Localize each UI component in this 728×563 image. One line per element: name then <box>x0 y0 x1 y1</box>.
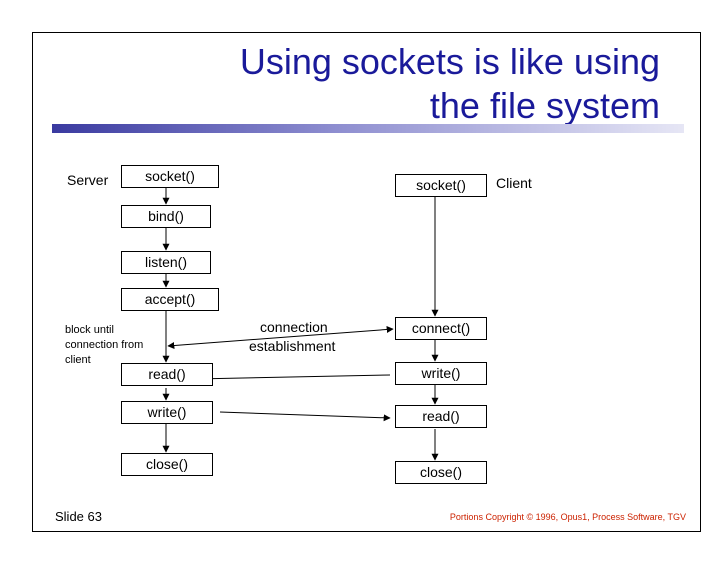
slide-frame <box>32 32 701 532</box>
server-accept-box: accept() <box>121 288 219 311</box>
title-underline-bar <box>52 124 684 133</box>
client-write-box: write() <box>395 362 487 385</box>
connection-label-line-2: establishment <box>249 338 336 354</box>
copyright-notice: Portions Copyright © 1996, Opus1, Proces… <box>449 512 686 522</box>
server-write-box: write() <box>121 401 213 424</box>
server-socket-box: socket() <box>121 165 219 188</box>
connection-label-line-1: connection <box>260 319 328 335</box>
client-label: Client <box>496 175 532 191</box>
slide-title: Using sockets is like using the file sys… <box>150 40 660 128</box>
arrow-server-write-to-client-read <box>219 411 391 422</box>
server-listen-box: listen() <box>121 251 211 274</box>
server-label: Server <box>67 172 109 188</box>
client-close-box: close() <box>395 461 487 484</box>
slide-number: Slide 63 <box>55 509 102 524</box>
client-connect-box: connect() <box>395 317 487 340</box>
block-until-note: block until connection from client <box>65 324 144 366</box>
title-line-2: the file system <box>429 85 660 126</box>
server-read-box: read() <box>121 363 213 386</box>
server-close-box: close() <box>121 453 213 476</box>
arrow-client-write-to-server-read <box>194 374 391 383</box>
client-socket-box: socket() <box>395 174 487 197</box>
arrow-connection-establishment <box>167 325 394 350</box>
title-line-1: Using sockets is like using <box>239 41 660 82</box>
server-bind-box: bind() <box>121 205 211 228</box>
client-read-box: read() <box>395 405 487 428</box>
